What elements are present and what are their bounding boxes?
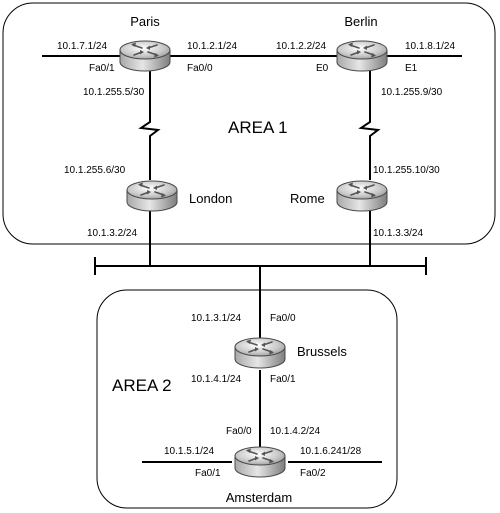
berlin-router-label: Berlin [344, 14, 377, 29]
amsterdam-fa01-ip-label: 10.1.5.1/24 [164, 446, 214, 457]
brussels-fa00-interface-label: Fa0/0 [270, 313, 296, 324]
paris-router-label: Paris [130, 14, 160, 29]
area-2-boundary [96, 289, 398, 509]
berlin-e0-interface-label: E0 [316, 63, 329, 74]
berlin-e1-interface-label: E1 [405, 63, 418, 74]
amsterdam-fa02-ip-label: 10.1.6.241/28 [300, 446, 362, 457]
rome-serial-ip-label: 10.1.255.10/30 [373, 165, 440, 176]
london-serial-ip-label: 10.1.255.6/30 [64, 165, 126, 176]
paris-london-serial-link [138, 70, 161, 180]
brussels-router-icon[interactable] [234, 337, 286, 369]
rome-router-label: Rome [290, 191, 325, 206]
paris-serial-ip-label: 10.1.255.5/30 [83, 87, 145, 98]
berlin-e1-ip-label: 10.1.8.1/24 [405, 41, 455, 52]
area-1-label: AREA 1 [228, 118, 288, 137]
berlin-router-icon[interactable] [336, 40, 388, 72]
amsterdam-fa00-ip-label: 10.1.4.2/24 [270, 426, 320, 437]
london-router-icon[interactable] [126, 180, 178, 212]
berlin-e0-ip-label: 10.1.2.2/24 [276, 41, 326, 52]
paris-fa01-interface-label: Fa0/1 [89, 63, 115, 74]
brussels-fa00-ip-label: 10.1.3.1/24 [191, 313, 241, 324]
area-1-boundary [2, 2, 496, 245]
amsterdam-fa01-interface-label: Fa0/1 [195, 468, 221, 479]
rome-router-icon[interactable] [336, 180, 388, 212]
berlin-serial-ip-label: 10.1.255.9/30 [381, 87, 443, 98]
brussels-fa01-ip-label: 10.1.4.1/24 [191, 374, 241, 385]
london-router-label: London [189, 191, 232, 206]
paris-fa01-ip-label: 10.1.7.1/24 [57, 41, 107, 52]
amsterdam-fa00-interface-label: Fa0/0 [226, 426, 252, 437]
rome-lan-ip-label: 10.1.3.3/24 [373, 228, 423, 239]
amsterdam-router-label: Amsterdam [226, 490, 292, 505]
paris-fa00-ip-label: 10.1.2.1/24 [187, 41, 237, 52]
amsterdam-router-icon[interactable] [234, 446, 286, 478]
paris-fa00-interface-label: Fa0/0 [187, 63, 213, 74]
london-lan-ip-label: 10.1.3.2/24 [87, 228, 137, 239]
brussels-router-label: Brussels [297, 344, 347, 359]
berlin-rome-serial-link [358, 70, 381, 180]
brussels-fa01-interface-label: Fa0/1 [270, 374, 296, 385]
paris-router-icon[interactable] [119, 40, 171, 72]
amsterdam-fa02-interface-label: Fa0/2 [300, 468, 326, 479]
area-2-label: AREA 2 [112, 376, 172, 395]
